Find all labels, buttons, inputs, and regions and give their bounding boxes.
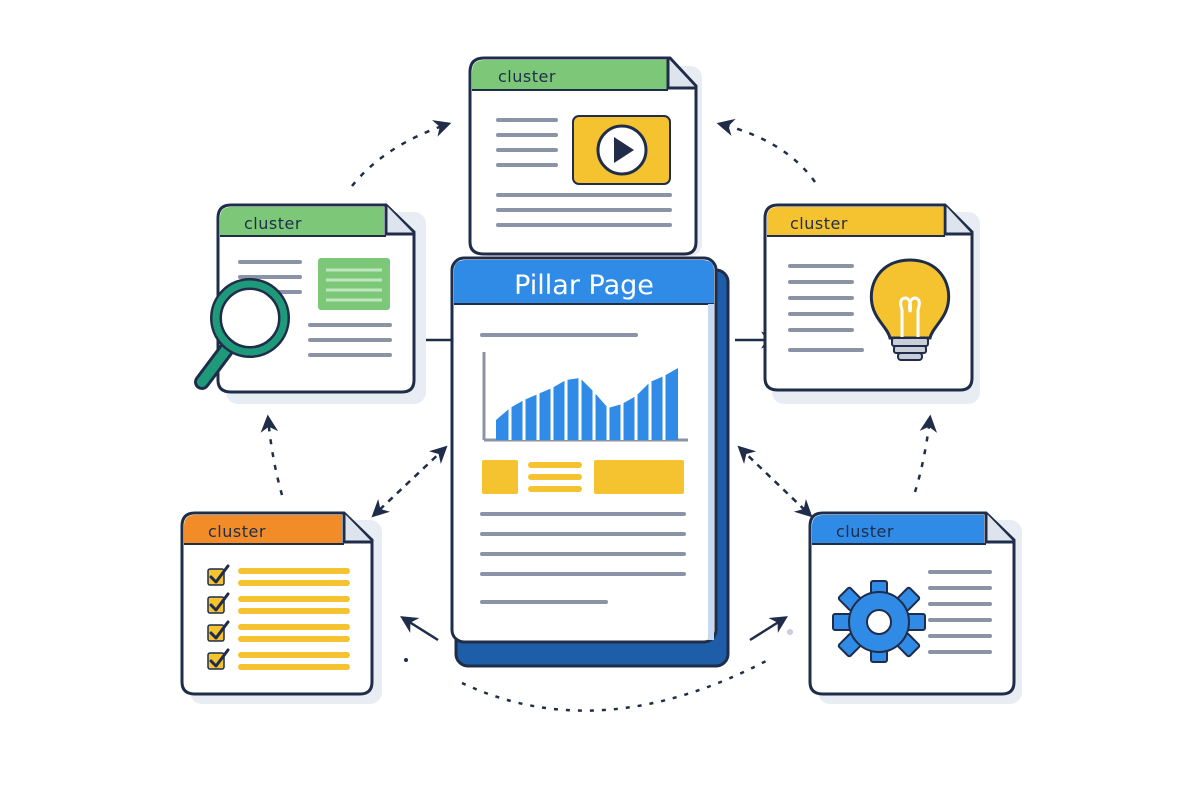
checklist-icon xyxy=(207,564,350,670)
arrow-bottom-right-to-pillar xyxy=(749,616,788,642)
cluster-label-right: cluster xyxy=(790,214,848,233)
cluster-label-top: cluster xyxy=(498,67,556,86)
cluster-header-bottom-right xyxy=(812,515,984,544)
cluster-label-bottom-right: cluster xyxy=(836,522,894,541)
arrow-bottom-left-to-pillar xyxy=(400,616,439,642)
cluster-card-bottom-right: cluster xyxy=(808,511,1022,704)
magnifier-icon xyxy=(194,278,290,390)
arrow-pillar-to-bottom-right xyxy=(737,445,813,518)
pillar-chart xyxy=(482,352,688,442)
pillar-title: Pillar Page xyxy=(514,270,654,301)
cycle-arrows xyxy=(260,118,938,712)
cluster-card-right: cluster xyxy=(763,203,980,404)
arrow-bottom-arc xyxy=(461,658,769,712)
video-play-icon xyxy=(572,115,671,185)
cluster-header-left xyxy=(220,207,384,236)
arrow-bottom-right-to-right xyxy=(913,414,938,493)
arrow-pillar-to-bottom-left xyxy=(371,445,448,518)
gear-icon xyxy=(832,580,926,663)
arrow-bottom-left-to-left xyxy=(260,414,284,496)
cluster-card-left: cluster xyxy=(194,203,426,404)
cluster-header-bottom-left xyxy=(184,515,342,544)
arrow-right-to-top xyxy=(716,118,817,183)
cluster-header-right xyxy=(767,207,943,236)
cluster-card-top: cluster xyxy=(468,56,702,256)
pillar-page-card: Pillar Page xyxy=(450,256,730,668)
cluster-header-top xyxy=(472,60,668,90)
cluster-card-bottom-left: cluster xyxy=(180,511,382,704)
cluster-label-left: cluster xyxy=(244,214,302,233)
pillar-header xyxy=(454,260,714,304)
document-snippet-icon xyxy=(318,258,390,310)
cluster-label-bottom-left: cluster xyxy=(208,522,266,541)
lightbulb-icon xyxy=(869,258,951,361)
pillar-highlight-row xyxy=(482,460,684,494)
arrow-left-to-top xyxy=(351,120,452,187)
